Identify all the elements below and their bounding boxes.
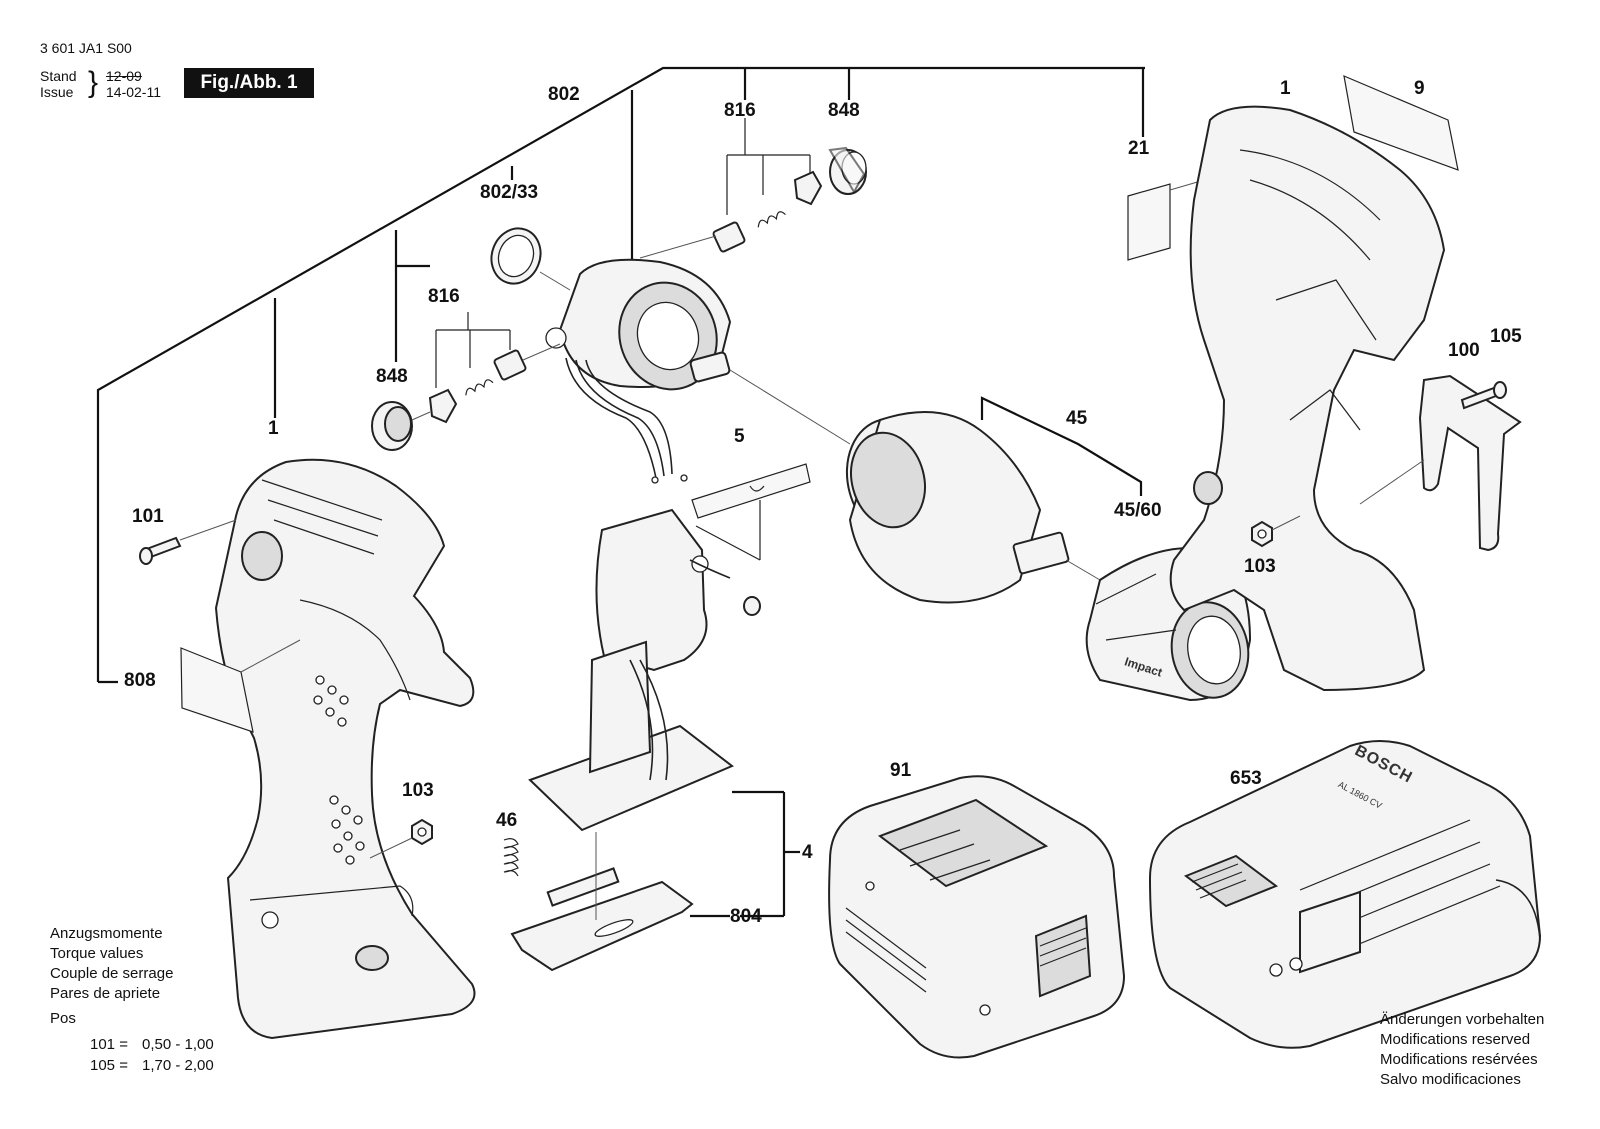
torque-headings: Anzugsmomente Torque values Couple de se… [50, 924, 173, 1004]
part-label-46: 46 [496, 810, 518, 831]
part-label-45-60: 45/60 [1114, 500, 1162, 521]
part-label-848-left: 848 [376, 366, 408, 387]
screw-101 [139, 519, 237, 565]
torque-heading-en: Torque values [50, 945, 144, 962]
part-label-21: 21 [1128, 138, 1150, 159]
part-label-1-left: 1 [268, 418, 279, 439]
battery-pack [828, 775, 1126, 1059]
part-label-105: 105 [1490, 326, 1522, 347]
notice-line-en: Modifications reserved [1380, 1031, 1531, 1048]
part-label-816-top: 816 [724, 100, 756, 121]
housing-left [214, 458, 476, 1040]
part-label-653: 653 [1230, 768, 1262, 789]
torque-row: 101 = 0,50 - 1,00 [90, 1034, 214, 1055]
part-label-103-left: 103 [402, 780, 434, 801]
header-brace: } [88, 66, 99, 99]
figure-badge: Fig./Abb. 1 [184, 68, 314, 98]
part-label-103-right: 103 [1244, 556, 1276, 577]
part-label-9: 9 [1414, 78, 1425, 99]
torque-pos: 105 = [90, 1057, 128, 1074]
notice-line-es: Salvo modificaciones [1380, 1071, 1521, 1088]
nut-103-left [369, 818, 433, 859]
part-label-5: 5 [734, 426, 745, 447]
torque-range: 0,50 - 1,00 [142, 1036, 214, 1053]
issue-date: 14-02-11 [106, 84, 162, 100]
torque-table: 101 = 0,50 - 1,00 105 = 1,70 - 2,00 [90, 1034, 214, 1076]
part-label-101: 101 [132, 506, 164, 527]
torque-pos: 101 = [90, 1036, 128, 1053]
spring-and-plate [503, 832, 730, 972]
nut-103-right [1251, 515, 1301, 548]
part-label-816-left: 816 [428, 286, 460, 307]
brush-set-left [428, 312, 561, 424]
part-label-4: 4 [802, 842, 813, 863]
o-ring [490, 227, 571, 291]
brush-set-top [639, 118, 823, 259]
torque-heading-fr: Couple de serrage [50, 965, 174, 982]
housing-right [1169, 105, 1446, 692]
grip-dots [313, 675, 365, 865]
part-label-804: 804 [730, 906, 762, 927]
assembly-frame-lines [96, 66, 1145, 684]
bearing-top [828, 146, 867, 195]
charger [1148, 740, 1542, 1049]
part-label-45: 45 [1066, 408, 1088, 429]
part-label-1-right: 1 [1280, 78, 1291, 99]
bearing-left [371, 401, 431, 451]
torque-range: 1,70 - 2,00 [142, 1057, 214, 1074]
notice-line-fr: Modifications resérvées [1380, 1051, 1538, 1068]
stand-date: 12-09 [106, 68, 142, 84]
notice-line-de: Änderungen vorbehalten [1380, 1011, 1545, 1028]
stand-label: Stand [40, 68, 77, 84]
torque-heading-es: Pares de apriete [50, 985, 161, 1002]
belt-clip [1359, 374, 1522, 552]
part-label-91: 91 [890, 760, 912, 781]
part-label-808: 808 [124, 670, 156, 691]
torque-heading-de: Anzugsmomente [50, 925, 163, 942]
impact-mechanism [845, 396, 1143, 604]
torque-pos-label: Pos [50, 1010, 76, 1027]
part-label-802: 802 [548, 84, 580, 105]
part-label-100: 100 [1448, 340, 1480, 361]
part-label-848-top: 848 [828, 100, 860, 121]
switch-assembly [528, 463, 811, 918]
torque-row: 105 = 1,70 - 2,00 [90, 1055, 214, 1076]
motor [545, 258, 851, 484]
part-label-802-33: 802/33 [480, 182, 539, 203]
issue-label: Issue [40, 84, 74, 100]
modifications-notice: Änderungen vorbehalten Modifications res… [1380, 1010, 1544, 1090]
label-808 [180, 639, 301, 733]
document-number: 3 601 JA1 S00 [40, 40, 132, 56]
